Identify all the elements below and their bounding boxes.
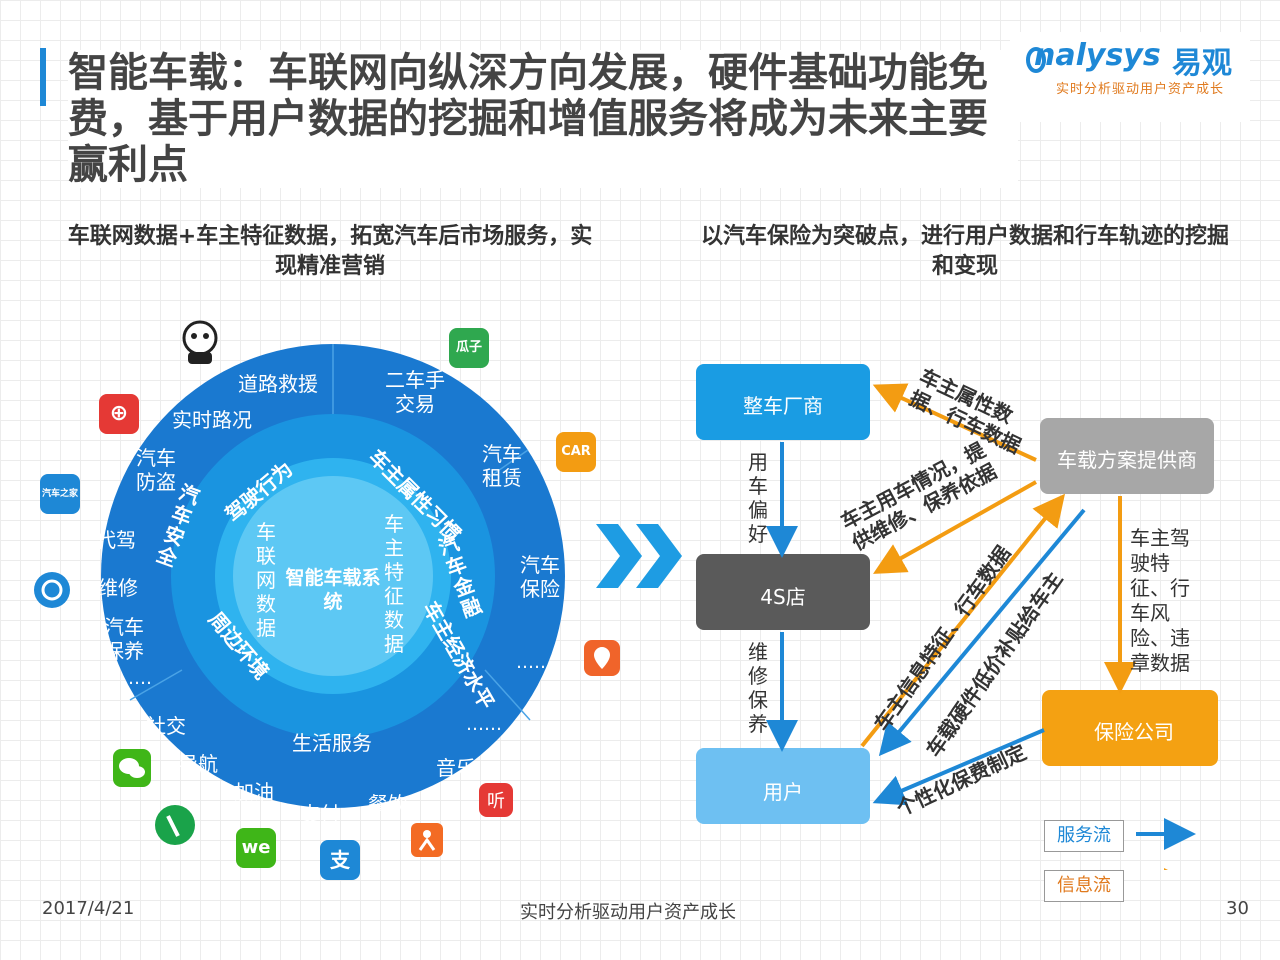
wechat-icon [113,749,151,787]
footer-date: 2017/4/21 [42,898,135,919]
outer-ring-label: 道路救援 [238,372,318,396]
logo-brand-cn: 易观 [1172,46,1232,81]
outer-ring-label: 导航 [178,752,218,776]
guazi-app-icon: 瓜子 [449,328,489,368]
arrow-provider-oem [872,383,1037,462]
outer-ring-label: 汽车租赁 [482,442,522,490]
label-dealer-user: 维修保养 [748,640,768,736]
label-oem-dealer: 用车偏好 [748,450,768,546]
outer-ring-label: 汽车保养 [104,615,144,663]
svg-text:听: 听 [487,791,505,812]
arrow-insurer-user [872,728,1045,806]
outer-ring-label: …… [516,652,552,673]
dianping-icon [411,823,443,857]
outer-ring-label: 二车手交易 [385,368,445,416]
inner-left-text: 车联网数据 [256,520,276,640]
outer-ring-label: 代驾 [96,528,136,552]
ring-divider [129,669,183,701]
music-app-icon: 听 [479,783,513,817]
keep-app-icon [155,805,195,845]
circle-center: 智能车载系统 [285,567,381,613]
node-insurer: 保险公司 [1094,720,1174,744]
logo-brand: nalysys [1034,38,1161,73]
outer-ring-label: 汽车防盗 [136,446,176,494]
wechat-pay-icon: we [236,828,276,868]
outer-ring-label: 社交 [146,714,186,738]
node-oem: 整车厂商 [743,394,823,418]
node-user-box [696,748,870,824]
core-circle [233,476,433,676]
location-app-icon [584,640,620,676]
autohome-badge-icon: ⊕ [99,394,139,434]
ecosystem-circle-diagram [101,344,565,808]
right-heading: 以汽车保险为突破点，进行用户数据和行车轨迹的挖掘和变现 [700,224,1229,279]
outer-ring-label: 汽车保险 [520,553,560,601]
autohome-app-icon: 汽车之家 [40,474,80,514]
node-dealer: 4S店 [760,585,806,609]
node-provider: 车载方案提供商 [1057,448,1197,472]
arrow-provider-user [878,508,1086,757]
inner-right-text: 车主特征数据 [384,512,404,656]
ring-divider [484,449,529,481]
outer-ring-label: 实时路况 [172,408,252,432]
logo [1010,32,1250,122]
node-user: 用户 [763,780,803,804]
logo-slogan: 实时分析驱动用户资产成长 [1056,82,1225,97]
car-app-icon: CAR [556,432,596,472]
footer-slogan: 实时分析驱动用户资产成长 [520,902,736,923]
legend-service: 服务流 [1044,820,1124,852]
outer-ring-label: …… [116,668,152,689]
outer-ring-label: 支付 [300,802,340,826]
alipay-icon: 支 [320,840,360,880]
flow-diagram [696,364,1218,870]
car-mascot-icon [182,320,218,364]
node-provider-box [1040,418,1214,494]
outer-ring-label: 维修 [98,576,138,600]
node-dealer-box [696,554,870,630]
outer-ring-label: 加油 [234,780,274,804]
node-oem-box [696,364,870,440]
outer-ring-label: 生活服务 [292,731,372,755]
driving-app-icon [34,572,70,608]
chevron-arrows-icon [596,524,682,588]
arrow-user-provider [860,493,1066,748]
outer-ring-label: …… [466,714,502,735]
left-heading: 车联网数据+车主特征数据，拓宽汽车后市场服务，实现精准营销 [67,224,593,279]
page-title: 智能车载：车联网向纵深方向发展，硬件基础功能免费，基于用户数据的挖掘和增值服务将… [68,50,1018,188]
outer-ring-label: 音乐 [436,756,476,780]
ring-divider [484,669,531,721]
node-insurer-box [1042,690,1218,766]
legend-info: 信息流 [1044,870,1124,902]
outer-ring-label: 餐饮 [368,792,408,816]
label-provider-insurer: 车主驾驶特征、行车风险、违章数据 [1130,526,1190,675]
title-accent-bar [40,48,46,106]
logo-a-icon [1026,47,1046,73]
arrow-provider-dealer [873,480,1037,574]
page-number: 30 [1226,898,1249,919]
